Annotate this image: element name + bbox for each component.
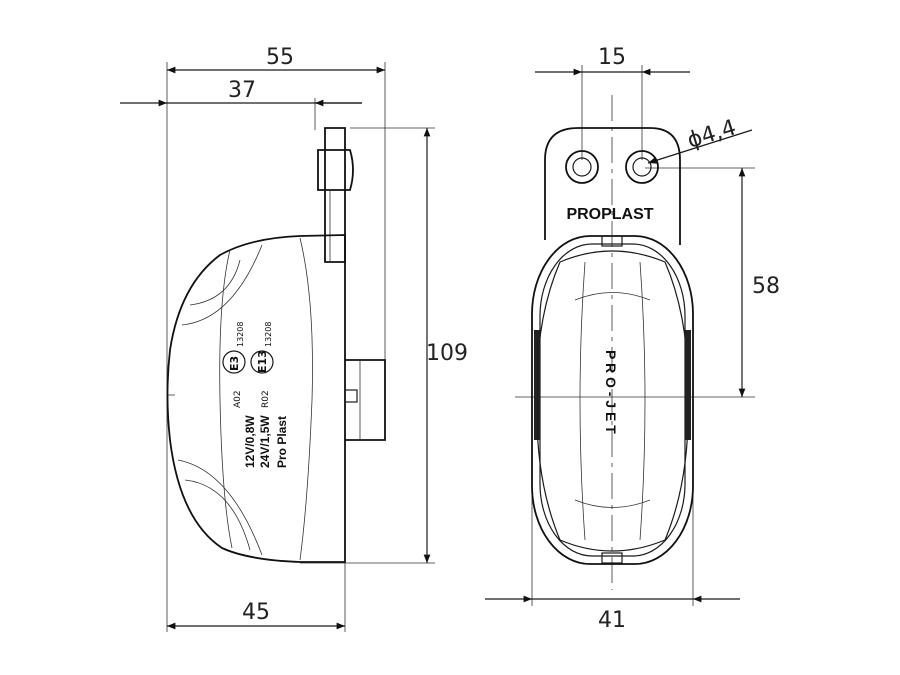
approval-r02: R02 xyxy=(261,390,271,408)
approval-mark-e13: E13 xyxy=(256,350,269,373)
dim-hole-diameter: ϕ4,4 xyxy=(684,115,739,153)
dim-depth-37: 37 xyxy=(228,78,256,103)
side-body xyxy=(166,234,346,563)
dim-line-diameter xyxy=(647,129,753,164)
maker-label: Pro Plast xyxy=(275,416,289,468)
front-bracket xyxy=(544,127,681,245)
voltage-12v: 12V/0,8W xyxy=(243,415,257,468)
dim-base-width: 45 xyxy=(242,600,270,625)
dim-hole-to-center: 58 xyxy=(752,274,780,299)
mount-hole-left xyxy=(565,150,599,184)
approval-code-2: 13208 xyxy=(264,322,273,347)
front-view: 15 ϕ4,4 58 41 PROPLAST xyxy=(485,45,780,633)
mount-hole-right xyxy=(625,150,659,184)
brand-label: PROPLAST xyxy=(566,206,653,223)
voltage-24v: 24V/1,5W xyxy=(258,415,272,468)
side-view: 55 37 45 109 12V/0,8W 24V/1,5W xyxy=(120,45,468,632)
approval-a02: A02 xyxy=(233,390,243,408)
dim-front-width: 41 xyxy=(598,608,626,633)
approval-code-1: 13208 xyxy=(236,322,245,347)
dim-hole-spacing: 15 xyxy=(598,45,626,70)
dim-overall-width: 55 xyxy=(266,45,294,70)
dim-height: 109 xyxy=(426,341,468,366)
approval-mark-e3: E3 xyxy=(228,356,241,371)
lens-label: P R O - J E T xyxy=(603,350,619,434)
